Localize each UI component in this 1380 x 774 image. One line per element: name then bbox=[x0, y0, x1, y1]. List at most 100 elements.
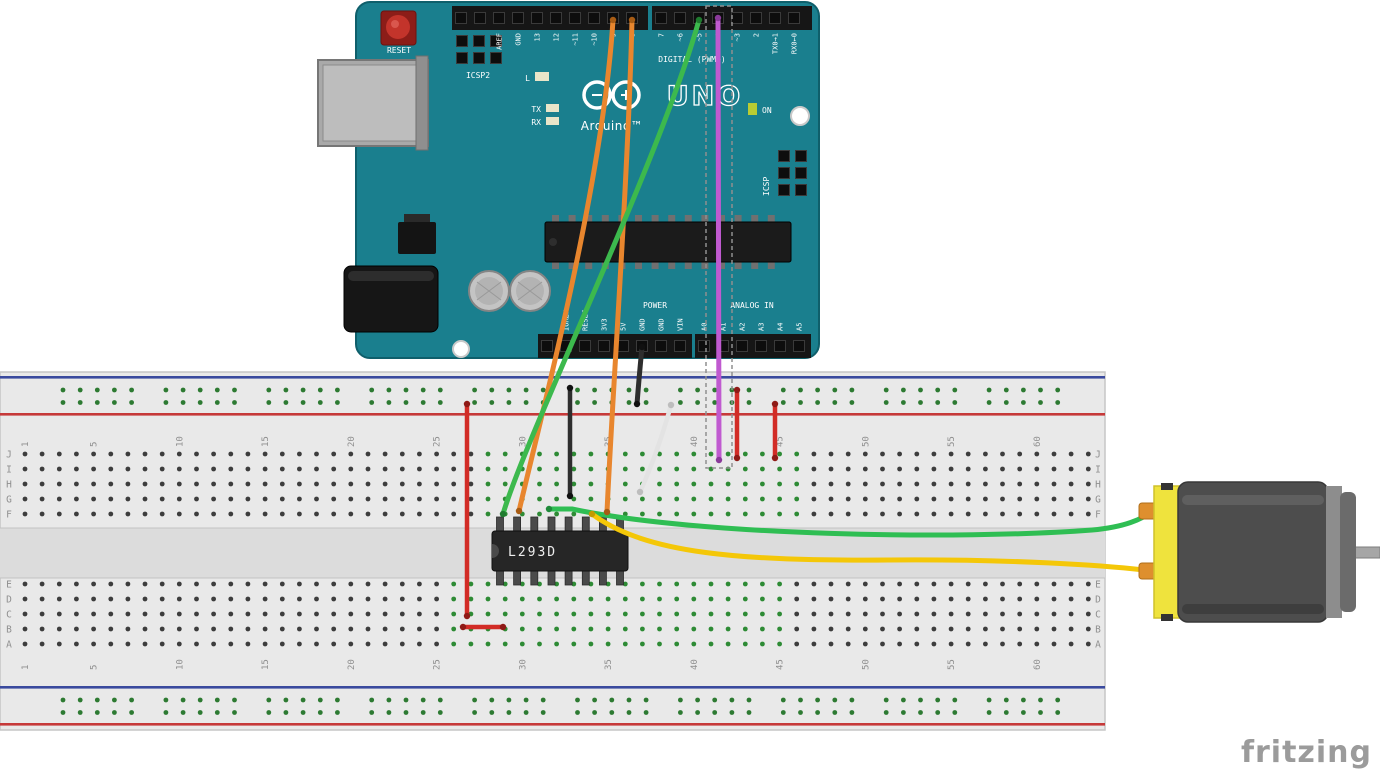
breadboard-hole[interactable] bbox=[194, 596, 199, 602]
pin-socket[interactable] bbox=[674, 12, 686, 24]
rail-hole[interactable] bbox=[437, 697, 443, 703]
breadboard-hole[interactable] bbox=[279, 496, 285, 502]
rail-hole[interactable] bbox=[94, 387, 100, 393]
breadboard-hole[interactable] bbox=[965, 481, 971, 487]
breadboard-hole[interactable] bbox=[811, 451, 817, 457]
breadboard-hole[interactable] bbox=[622, 481, 628, 487]
breadboard-hole[interactable] bbox=[74, 641, 79, 647]
breadboard-hole[interactable] bbox=[1000, 581, 1005, 587]
breadboard-hole[interactable] bbox=[691, 596, 697, 602]
pin-socket[interactable] bbox=[579, 340, 591, 352]
rail-hole[interactable] bbox=[986, 710, 992, 715]
rail-hole[interactable] bbox=[489, 710, 495, 715]
breadboard-hole[interactable] bbox=[1017, 581, 1023, 587]
breadboard-hole[interactable] bbox=[708, 496, 714, 502]
rail-hole[interactable] bbox=[695, 387, 700, 393]
rail-hole[interactable] bbox=[678, 697, 683, 703]
pin-socket[interactable] bbox=[617, 340, 629, 352]
breadboard-hole[interactable] bbox=[1085, 596, 1091, 602]
breadboard-hole[interactable] bbox=[22, 626, 28, 632]
breadboard-hole[interactable] bbox=[262, 481, 268, 487]
rail-hole[interactable] bbox=[317, 387, 323, 393]
breadboard-hole[interactable] bbox=[948, 641, 954, 647]
breadboard-hole[interactable] bbox=[194, 496, 199, 502]
breadboard-hole[interactable] bbox=[777, 481, 782, 487]
rail-hole[interactable] bbox=[952, 710, 958, 715]
breadboard-hole[interactable] bbox=[348, 496, 354, 502]
breadboard-hole[interactable] bbox=[1085, 581, 1091, 587]
breadboard-hole[interactable] bbox=[948, 581, 954, 587]
breadboard-hole[interactable] bbox=[657, 451, 662, 457]
breadboard-hole[interactable] bbox=[348, 581, 354, 587]
breadboard-hole[interactable] bbox=[897, 496, 902, 502]
rail-hole[interactable] bbox=[901, 710, 906, 715]
rail-hole[interactable] bbox=[403, 400, 409, 405]
breadboard-hole[interactable] bbox=[228, 581, 234, 587]
rail-hole[interactable] bbox=[506, 387, 512, 393]
breadboard-hole[interactable] bbox=[948, 626, 954, 632]
breadboard-hole[interactable] bbox=[983, 466, 988, 472]
rail-hole[interactable] bbox=[386, 710, 392, 715]
rail-hole[interactable] bbox=[918, 400, 923, 405]
breadboard-hole[interactable] bbox=[1051, 466, 1057, 472]
breadboard-hole[interactable] bbox=[91, 451, 96, 457]
breadboard-hole[interactable] bbox=[640, 451, 645, 457]
rail-hole[interactable] bbox=[883, 400, 889, 405]
rail-hole[interactable] bbox=[901, 400, 906, 405]
breadboard-hole[interactable] bbox=[74, 496, 79, 502]
pin-socket[interactable] bbox=[531, 12, 543, 24]
pin-socket[interactable] bbox=[541, 340, 553, 352]
breadboard-hole[interactable] bbox=[228, 496, 234, 502]
breadboard-hole[interactable] bbox=[331, 511, 337, 517]
breadboard-hole[interactable] bbox=[897, 466, 902, 472]
rail-hole[interactable] bbox=[214, 387, 220, 393]
pin-socket[interactable] bbox=[655, 340, 667, 352]
breadboard-hole[interactable] bbox=[1017, 596, 1023, 602]
rail-hole[interactable] bbox=[523, 710, 529, 715]
rail-hole[interactable] bbox=[1055, 710, 1061, 715]
breadboard-hole[interactable] bbox=[56, 581, 62, 587]
breadboard-hole[interactable] bbox=[931, 511, 937, 517]
breadboard-hole[interactable] bbox=[1034, 626, 1040, 632]
rail-hole[interactable] bbox=[815, 710, 820, 715]
rail-hole[interactable] bbox=[746, 697, 752, 703]
breadboard-hole[interactable] bbox=[931, 611, 937, 617]
breadboard-hole[interactable] bbox=[1017, 466, 1023, 472]
breadboard-hole[interactable] bbox=[331, 481, 337, 487]
breadboard-hole[interactable] bbox=[502, 581, 508, 587]
wire-end[interactable] bbox=[714, 14, 722, 22]
breadboard-hole[interactable] bbox=[760, 581, 765, 587]
breadboard-hole[interactable] bbox=[451, 626, 457, 632]
breadboard-hole[interactable] bbox=[880, 511, 885, 517]
rail-hole[interactable] bbox=[780, 710, 786, 715]
pin-socket[interactable] bbox=[598, 340, 610, 352]
breadboard-hole[interactable] bbox=[417, 496, 422, 502]
breadboard-hole[interactable] bbox=[1017, 496, 1023, 502]
breadboard-hole[interactable] bbox=[365, 611, 371, 617]
rail-hole[interactable] bbox=[300, 400, 306, 405]
rail-hole[interactable] bbox=[849, 697, 855, 703]
breadboard-hole[interactable] bbox=[760, 511, 765, 517]
rail-hole[interactable] bbox=[129, 400, 135, 405]
breadboard-hole[interactable] bbox=[125, 641, 131, 647]
rail-hole[interactable] bbox=[1055, 387, 1061, 393]
rail-hole[interactable] bbox=[420, 697, 426, 703]
rail-hole[interactable] bbox=[386, 697, 392, 703]
breadboard-hole[interactable] bbox=[74, 466, 79, 472]
breadboard-hole[interactable] bbox=[382, 511, 388, 517]
breadboard-hole[interactable] bbox=[194, 451, 199, 457]
breadboard-hole[interactable] bbox=[862, 596, 868, 602]
breadboard-hole[interactable] bbox=[965, 451, 971, 457]
breadboard-hole[interactable] bbox=[605, 596, 611, 602]
rail-hole[interactable] bbox=[232, 387, 237, 393]
pin-socket[interactable] bbox=[474, 12, 486, 24]
breadboard-hole[interactable] bbox=[502, 596, 508, 602]
breadboard-hole[interactable] bbox=[708, 641, 714, 647]
rail-hole[interactable] bbox=[472, 697, 477, 703]
breadboard-hole[interactable] bbox=[485, 641, 491, 647]
breadboard-hole[interactable] bbox=[537, 626, 542, 632]
breadboard-hole[interactable] bbox=[468, 596, 474, 602]
rail-hole[interactable] bbox=[489, 697, 495, 703]
pin-socket[interactable] bbox=[778, 167, 790, 179]
breadboard-hole[interactable] bbox=[228, 451, 234, 457]
